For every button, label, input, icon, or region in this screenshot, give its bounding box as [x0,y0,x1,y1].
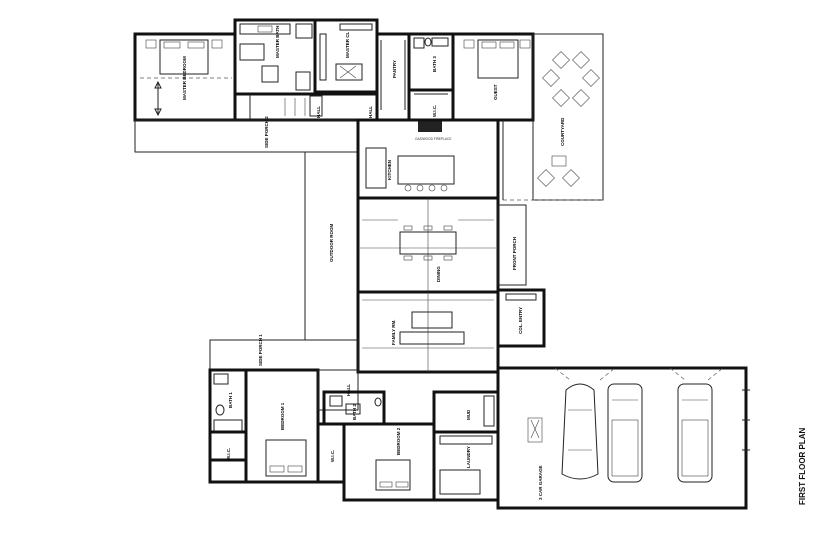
garage-label: 3 CAR GARAGE [538,465,543,500]
courtyard-label: COURTYARD [560,117,565,146]
hall-3: HALL [317,369,359,411]
bath-3-label: BATH 3 [432,56,437,72]
pantry-label: PANTRY [392,60,397,78]
bath-2: BATH 2 [322,390,386,426]
wic-2-label: W.I.C. [330,450,335,462]
master-bath-label: MASTER BATH [275,26,280,58]
dining: DINING [356,196,500,294]
outdoor-room: OUTDOOR ROOM [304,151,359,341]
bath-2-label: BATH 2 [352,404,357,420]
master-hall: HALL HALL [233,92,379,122]
side-porch-1-label: SIDE PORCH 1 [258,334,263,366]
side-porch-2-label: SIDE PORCH 2 [264,116,269,148]
family-room-label: FAMILY RM. [391,319,396,345]
col-entry-label: COL. ENTRY [518,307,523,334]
wic-label: W.I.C. [432,105,437,117]
col-entry: COL. ENTRY [496,288,546,348]
car-3 [677,383,713,483]
bedroom-1-label: BEDROOM 1 [280,402,285,430]
guest-room: GUEST [451,32,535,122]
mud-room: MUD [432,390,500,434]
fireplace: GAS/WOOD FIREPLACE [415,120,452,141]
fireplace-note: GAS/WOOD FIREPLACE [415,137,452,141]
master-bedroom: MASTER BEDROOM [133,32,237,122]
family-room: FAMILY RM. [356,290,500,374]
pantry: PANTRY [375,32,411,122]
wic-2: W.I.C. [316,422,346,484]
kitchen-label: KITCHEN [387,160,392,180]
bath-1: BATH 1 [208,368,248,462]
bedroom-1: BEDROOM 1 [244,368,320,484]
plan-title: FIRST FLOOR PLAN [798,427,807,505]
bedroom-2-label: BEDROOM 2 [396,427,401,455]
courtyard: COURTYARD [502,33,604,201]
mud-label: MUD [466,409,471,420]
master-bath: MASTER BATH [233,18,317,96]
bath-3: BATH 3 [407,32,455,92]
car-1 [561,383,599,480]
master-closet-label: MASTER CL [345,32,350,58]
wic-1-label: W.I.C. [226,448,231,460]
outdoor-room-label: OUTDOOR ROOM [329,224,334,262]
laundry-label: LAUNDRY [466,446,471,468]
bedroom-2: BEDROOM 2 [342,422,436,502]
car-2 [607,383,643,483]
wic-3: W.I.C. [407,88,455,122]
master-closet: MASTER CL [313,18,379,94]
front-porch-label: FRONT PORCH [512,237,517,270]
bath-1-label: BATH 1 [228,392,233,408]
dining-label: DINING [436,266,441,282]
front-porch: FRONT PORCH [497,204,527,286]
master-bedroom-label: MASTER BEDROOM [182,56,187,100]
hall-2-label: HALL [368,106,373,118]
guest-label: GUEST [493,84,498,100]
hall-1-label: HALL [316,106,321,118]
side-porch-1: SIDE PORCH 1 [209,334,359,371]
garage: 3 CAR GARAGE [496,366,750,510]
laundry: LAUNDRY [432,430,500,502]
hall-3-label: HALL [346,384,351,396]
wic-1: W.I.C. [208,430,248,484]
side-porch-2: SIDE PORCH 2 [134,116,359,341]
